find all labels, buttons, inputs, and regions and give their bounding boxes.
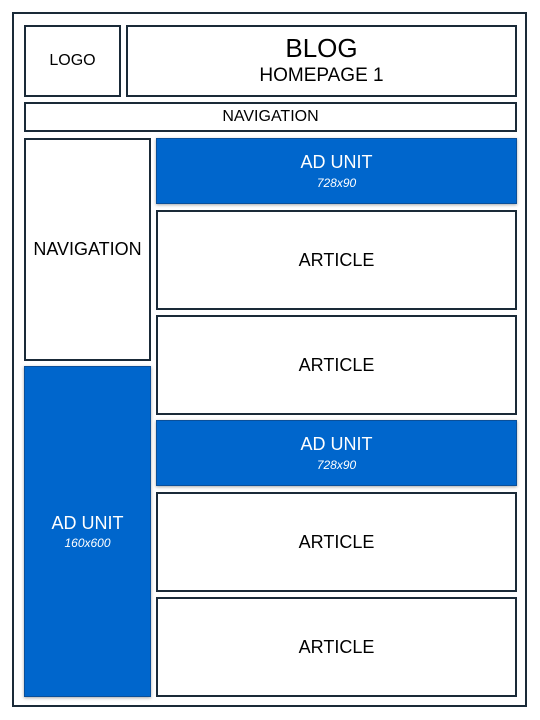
middle-ad-label: AD UNIT [300, 434, 373, 455]
blog-subtitle: HOMEPAGE 1 [259, 64, 384, 86]
blog-title: BLOG [285, 33, 358, 64]
top-ad-size: 728x90 [316, 175, 357, 190]
article-label-3: ARTICLE [298, 531, 375, 552]
side-navigation-box: NAVIGATION [24, 138, 151, 361]
article-label-4: ARTICLE [298, 636, 375, 657]
top-navigation-label: NAVIGATION [222, 108, 319, 125]
side-ad-unit: AD UNIT 160x600 [24, 366, 151, 697]
article-box-3: ARTICLE [156, 492, 517, 592]
top-navigation-bar: NAVIGATION [24, 102, 517, 132]
logo-box: LOGO [24, 25, 121, 97]
top-ad-label: AD UNIT [300, 152, 373, 173]
side-navigation-label: NAVIGATION [33, 239, 142, 260]
middle-ad-unit: AD UNIT 728x90 [156, 420, 517, 486]
article-box-2: ARTICLE [156, 315, 517, 415]
header-box: BLOG HOMEPAGE 1 [126, 25, 517, 97]
article-box-1: ARTICLE [156, 210, 517, 310]
logo-label: LOGO [49, 52, 96, 69]
article-label-1: ARTICLE [298, 249, 375, 270]
top-ad-unit: AD UNIT 728x90 [156, 138, 517, 204]
article-label-2: ARTICLE [298, 354, 375, 375]
article-box-4: ARTICLE [156, 597, 517, 697]
side-ad-size: 160x600 [64, 536, 111, 551]
middle-ad-size: 728x90 [316, 457, 357, 472]
side-ad-label: AD UNIT [51, 512, 124, 533]
